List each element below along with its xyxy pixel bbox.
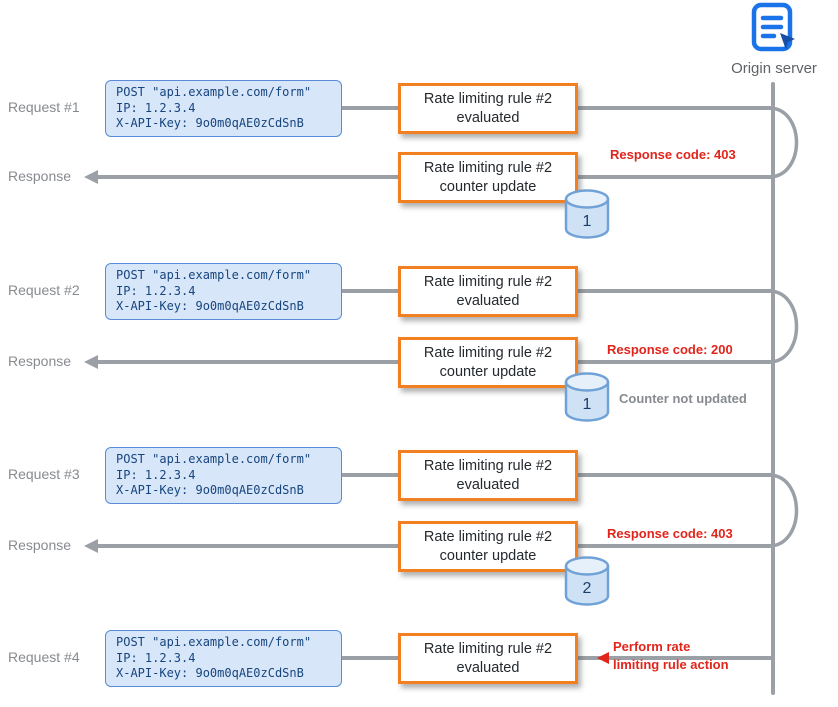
request-payload-box-1: POST "api.example.com/form" IP: 1.2.3.4 … — [105, 80, 342, 137]
rule-evaluated-label: Rate limiting rule #2 evaluated — [423, 90, 553, 126]
connector-line — [342, 473, 398, 477]
counter-value: 2 — [583, 580, 592, 597]
rule-evaluated-label: Rate limiting rule #2 evaluated — [423, 273, 553, 309]
lane-label-request-4: Request #4 — [8, 649, 80, 665]
counter-update-label: Rate limiting rule #2 counter update — [423, 344, 553, 380]
response-arrowhead-icon — [84, 170, 98, 184]
counter-db-icon-2: 1 — [564, 372, 610, 422]
origin-lifeline — [771, 82, 775, 695]
connector-line — [578, 360, 771, 364]
connector-line — [578, 473, 771, 477]
connector-line — [578, 289, 771, 293]
lane-label-request-2: Request #2 — [8, 282, 80, 298]
request-payload-box-4: POST "api.example.com/form" IP: 1.2.3.4 … — [105, 630, 342, 687]
connector-line — [342, 106, 398, 110]
response-arrowhead-icon — [84, 539, 98, 553]
connector-line — [578, 106, 771, 110]
request-payload-text: POST "api.example.com/form" IP: 1.2.3.4 … — [116, 267, 312, 314]
request-payload-box-2: POST "api.example.com/form" IP: 1.2.3.4 … — [105, 263, 342, 320]
rule-evaluated-box-1: Rate limiting rule #2 evaluated — [398, 83, 578, 134]
lane-label-request-1: Request #1 — [8, 99, 80, 115]
counter-update-box-3: Rate limiting rule #2 counter update — [398, 521, 578, 572]
lane-label-response-3: Response — [8, 537, 72, 553]
request-payload-text: POST "api.example.com/form" IP: 1.2.3.4 … — [116, 451, 312, 498]
connector-line — [98, 175, 398, 179]
counter-db-icon-1: 1 — [564, 189, 610, 239]
mitigation-action-annotation: Perform rate limiting rule action — [613, 639, 729, 672]
connector-line — [342, 656, 398, 660]
rule-evaluated-box-3: Rate limiting rule #2 evaluated — [398, 450, 578, 501]
rule-evaluated-box-4: Rate limiting rule #2 evaluated — [398, 633, 578, 684]
request-payload-text: POST "api.example.com/form" IP: 1.2.3.4 … — [116, 84, 312, 131]
connector-line — [342, 289, 398, 293]
origin-server-label: Origin server — [731, 60, 817, 77]
response-code-annotation-2: Response code: 200 — [607, 342, 733, 357]
rule-evaluated-box-2: Rate limiting rule #2 evaluated — [398, 266, 578, 317]
counter-value: 1 — [583, 213, 592, 230]
lane-label-request-3: Request #3 — [8, 466, 80, 482]
response-code-annotation-1: Response code: 403 — [610, 147, 736, 162]
counter-update-box-2: Rate limiting rule #2 counter update — [398, 337, 578, 388]
form-document-icon — [751, 2, 795, 52]
counter-value: 1 — [583, 396, 592, 413]
lane-label-response-2: Response — [8, 353, 72, 369]
mitigation-arrowhead-icon — [597, 652, 609, 664]
connector-line — [578, 656, 771, 660]
counter-update-label: Rate limiting rule #2 counter update — [423, 159, 553, 195]
response-code-annotation-3: Response code: 403 — [607, 526, 733, 541]
connector-line — [98, 544, 398, 548]
connector-line — [98, 360, 398, 364]
counter-update-box-1: Rate limiting rule #2 counter update — [398, 152, 578, 203]
connector-line — [578, 175, 771, 179]
counter-db-icon-3: 2 — [564, 556, 610, 606]
response-arrowhead-icon — [84, 355, 98, 369]
rule-evaluated-label: Rate limiting rule #2 evaluated — [423, 457, 553, 493]
request-payload-text: POST "api.example.com/form" IP: 1.2.3.4 … — [116, 634, 312, 681]
counter-not-updated-note: Counter not updated — [619, 391, 747, 406]
request-payload-box-3: POST "api.example.com/form" IP: 1.2.3.4 … — [105, 447, 342, 504]
lane-label-response-1: Response — [8, 168, 72, 184]
rule-evaluated-label: Rate limiting rule #2 evaluated — [423, 640, 553, 676]
connector-line — [578, 544, 771, 548]
counter-update-label: Rate limiting rule #2 counter update — [423, 528, 553, 564]
